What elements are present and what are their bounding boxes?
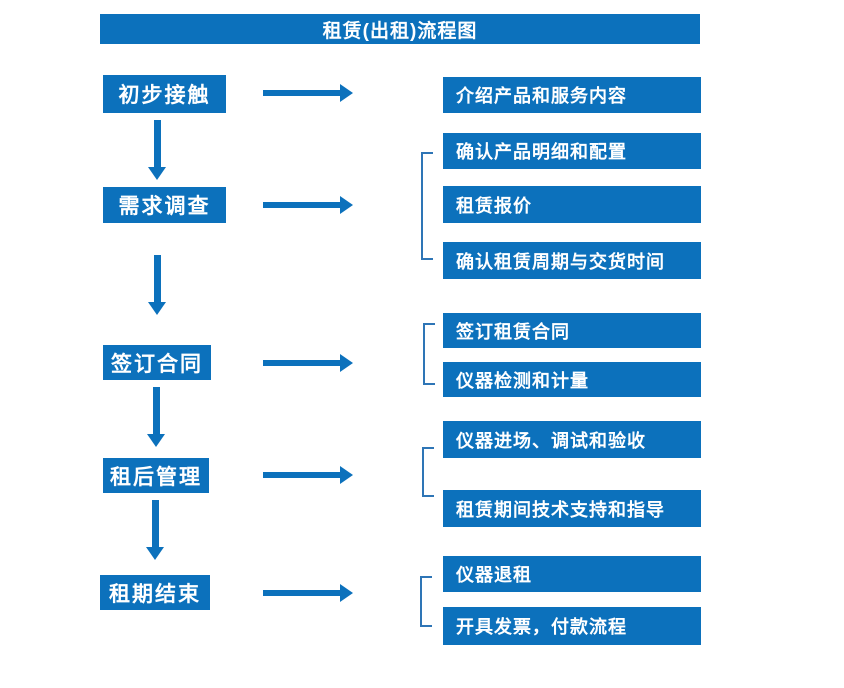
group-bracket — [420, 576, 432, 627]
detail-box-rental-quote: 租赁报价 — [443, 186, 701, 223]
detail-box-instrument-return: 仪器退租 — [443, 556, 701, 592]
step-box-post-rental-management: 租后管理 — [103, 458, 209, 493]
right-arrow-icon — [263, 584, 353, 602]
right-arrow-shaft — [263, 590, 340, 596]
right-arrow-head — [340, 84, 353, 102]
down-arrow-icon — [146, 500, 164, 560]
down-arrow-icon — [147, 387, 165, 447]
down-arrow-shaft — [153, 120, 161, 167]
right-arrow-icon — [263, 466, 353, 484]
down-arrow-shaft — [151, 500, 159, 547]
right-arrow-head — [340, 466, 353, 484]
right-arrow-head — [340, 354, 353, 372]
detail-box-confirm-product-config: 确认产品明细和配置 — [443, 133, 701, 169]
down-arrow-icon — [148, 120, 166, 180]
step-box-sign-contract: 签订合同 — [103, 345, 211, 380]
group-bracket — [423, 323, 435, 385]
step-box-demand-survey: 需求调查 — [103, 187, 226, 223]
down-arrow-shaft — [153, 255, 161, 302]
detail-box-instrument-setup-acceptance: 仪器进场、调试和验收 — [443, 421, 701, 458]
detail-box-introduce-products: 介绍产品和服务内容 — [443, 77, 701, 113]
right-arrow-head — [340, 196, 353, 214]
group-bracket — [421, 152, 433, 260]
right-arrow-shaft — [263, 360, 340, 366]
detail-box-invoice-payment: 开具发票，付款流程 — [443, 607, 701, 645]
right-arrow-icon — [263, 354, 353, 372]
down-arrow-head — [148, 167, 166, 180]
right-arrow-head — [340, 584, 353, 602]
step-box-rental-end: 租期结束 — [100, 575, 210, 610]
detail-box-tech-support: 租赁期间技术支持和指导 — [443, 490, 701, 527]
step-box-initial-contact: 初步接触 — [103, 75, 226, 113]
down-arrow-head — [146, 547, 164, 560]
down-arrow-shaft — [152, 387, 160, 434]
right-arrow-icon — [263, 196, 353, 214]
flowchart-title: 租赁(出租)流程图 — [100, 14, 700, 44]
down-arrow-icon — [148, 255, 166, 315]
detail-box-sign-rental-contract: 签订租赁合同 — [443, 313, 701, 348]
right-arrow-icon — [263, 84, 353, 102]
right-arrow-shaft — [263, 202, 340, 208]
right-arrow-shaft — [263, 472, 340, 478]
group-bracket — [422, 447, 434, 497]
down-arrow-head — [148, 302, 166, 315]
detail-box-instrument-testing: 仪器检测和计量 — [443, 362, 701, 397]
detail-box-confirm-period-delivery: 确认租赁周期与交货时间 — [443, 242, 701, 279]
down-arrow-head — [147, 434, 165, 447]
right-arrow-shaft — [263, 90, 340, 96]
